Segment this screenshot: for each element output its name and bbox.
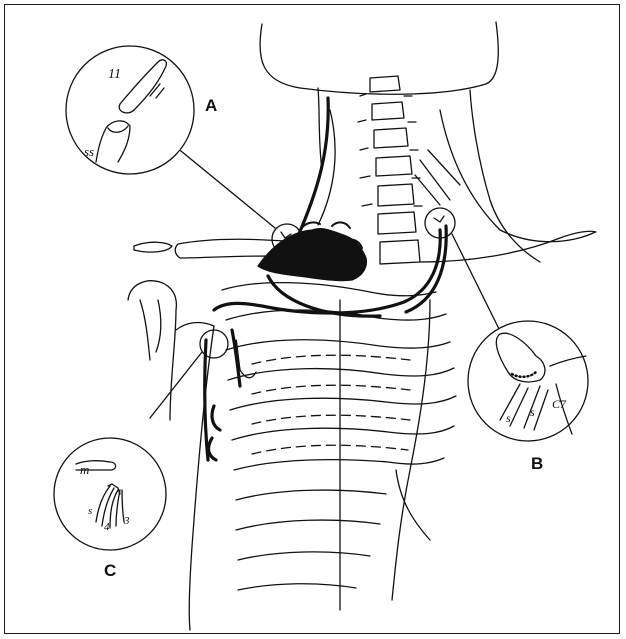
magnifier-c-label-4: 3 (123, 515, 130, 527)
magnifier-b-label-3: C7 (552, 397, 567, 411)
magnifier-b-label-1: s (506, 411, 511, 425)
magnifier-c: m s 4 3 (54, 438, 166, 550)
callout-letter-a: A (205, 96, 217, 116)
callout-letter-c: C (104, 561, 116, 581)
magnifier-b-label-2: s (530, 405, 535, 419)
magnifier-a-label-2: ss (84, 144, 94, 159)
callout-letter-b: B (531, 454, 543, 474)
magnifier-a: 11 ss (66, 46, 194, 174)
magnifier-c-label-2: s (88, 505, 92, 517)
magnifier-b: s s C7 (468, 321, 588, 441)
cervical-vertebrae (358, 76, 422, 264)
magnifier-a-label-1: 11 (108, 67, 121, 82)
marker-c (200, 330, 228, 358)
rib-cage (189, 283, 456, 630)
magnifier-c-label-1: m (80, 462, 89, 477)
magnifier-c-label-3: 4 (104, 521, 110, 533)
neck-outline (318, 110, 595, 242)
